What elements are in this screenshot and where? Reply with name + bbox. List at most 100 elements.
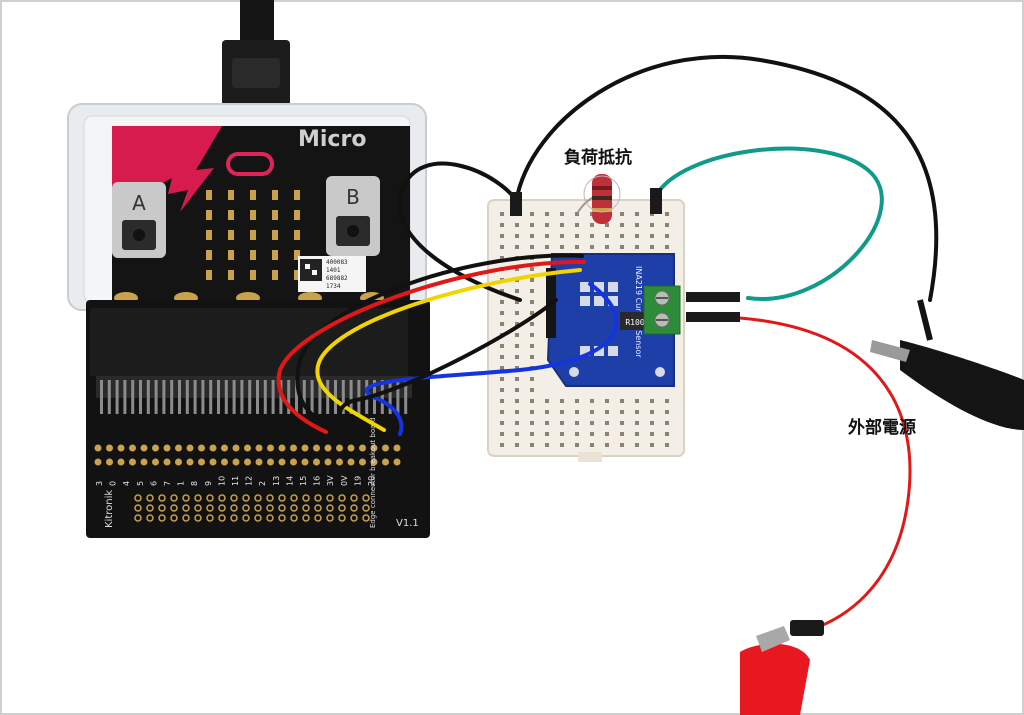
header-pad — [382, 458, 389, 466]
breadboard-hole — [515, 311, 519, 315]
connector-tooth — [404, 380, 408, 414]
solder-pad — [338, 494, 346, 502]
connector-tooth — [123, 380, 127, 414]
microbit-brand-text: Micro — [298, 127, 366, 152]
solder-pad — [302, 494, 310, 502]
connector-tooth — [334, 380, 337, 414]
breadboard-hole — [515, 333, 519, 337]
breadboard-hole — [665, 421, 669, 425]
breadboard-hole — [605, 245, 609, 249]
breadboard-hole — [500, 289, 504, 293]
connector-tooth — [178, 380, 181, 414]
pin-label: 19 — [353, 476, 362, 486]
header-pin — [129, 444, 136, 452]
connector-tooth — [380, 380, 384, 414]
breadboard-hole — [635, 443, 639, 447]
connector-tooth — [232, 380, 236, 414]
button-b[interactable]: B — [326, 176, 380, 256]
solder-pad — [278, 494, 286, 502]
breadboard-hole — [605, 443, 609, 447]
button-a[interactable]: A — [112, 182, 166, 258]
wire-teal — [654, 146, 884, 301]
solder-pad — [242, 494, 250, 502]
connector-tooth — [256, 380, 259, 414]
pin-label: 6 — [149, 481, 158, 486]
solder-pad-rows — [134, 494, 370, 522]
breadboard-hole — [665, 245, 669, 249]
breadboard-hole — [665, 410, 669, 414]
header-pin — [278, 444, 286, 452]
breadboard-hole — [545, 223, 549, 227]
pin-label: 11 — [231, 476, 240, 486]
breadboard-hole — [575, 234, 579, 238]
wire-red-signal — [276, 259, 586, 434]
solder-pad — [302, 514, 310, 522]
connector-tooth — [170, 380, 174, 414]
led — [250, 250, 256, 260]
solder-pad — [290, 514, 298, 522]
led — [272, 250, 278, 260]
breadboard-hole — [575, 443, 579, 447]
breadboard-hole — [635, 234, 639, 238]
solder-pad — [254, 514, 262, 522]
breadboard-hole — [605, 399, 609, 403]
breadboard-hole — [500, 256, 504, 260]
breadboard-hole — [530, 432, 534, 436]
breadboard-hole — [605, 421, 609, 425]
led — [250, 230, 256, 240]
header-pad — [324, 458, 332, 466]
solder-pad — [338, 514, 346, 522]
header-pad — [209, 458, 217, 466]
breadboard-hole — [605, 432, 609, 436]
solder-pad — [266, 494, 274, 502]
breadboard-hole — [515, 443, 519, 447]
pin-label: 15 — [299, 476, 308, 486]
ina219-current-sensor-module: INA219 Current Sensor R100 — [546, 253, 681, 387]
breadboard-hole — [545, 421, 549, 425]
breadboard-hole — [635, 223, 639, 227]
solder-pad — [146, 494, 154, 502]
header-pad — [186, 458, 194, 466]
solder-pad — [326, 494, 334, 502]
breadboard-hole — [575, 410, 579, 414]
solder-pad — [170, 504, 178, 512]
breadboard-hole — [605, 410, 609, 414]
breadboard-hole — [500, 432, 504, 436]
header-pad — [221, 458, 228, 466]
breadboard-hole — [635, 410, 639, 414]
breadboard-hole — [665, 399, 669, 403]
breadboard-hole — [635, 212, 639, 216]
breadboard-hole — [590, 443, 594, 447]
breadboard-hole — [500, 410, 504, 414]
connector-tooth — [162, 380, 166, 414]
breadboard-hole — [650, 234, 654, 238]
header-pin — [393, 444, 401, 452]
breadboard-hole — [530, 212, 534, 216]
breadboard-hole — [575, 432, 579, 436]
connector-tooth — [107, 380, 111, 414]
header-pin — [267, 444, 274, 452]
breadboard-hole — [515, 289, 519, 293]
breadboard-hole — [530, 410, 534, 414]
header-pin — [290, 444, 297, 452]
led — [250, 270, 256, 280]
header-pad — [267, 458, 274, 466]
header-pad — [106, 458, 113, 466]
solder-pad — [158, 514, 166, 522]
breadboard-hole — [560, 410, 564, 414]
header-pad — [232, 458, 240, 466]
wire-black-signal-2 — [338, 298, 558, 436]
header-pad — [301, 458, 309, 466]
header-pin-row — [94, 444, 401, 466]
pin-label: 0V — [340, 475, 349, 486]
breadboard-hole — [605, 234, 609, 238]
solder-pad — [206, 494, 214, 502]
led — [250, 190, 256, 200]
breadboard-hole — [620, 421, 624, 425]
button-a-label: A — [132, 191, 146, 215]
led — [272, 270, 278, 280]
serial-line: 400083 — [326, 259, 348, 266]
solder-pad — [266, 504, 274, 512]
